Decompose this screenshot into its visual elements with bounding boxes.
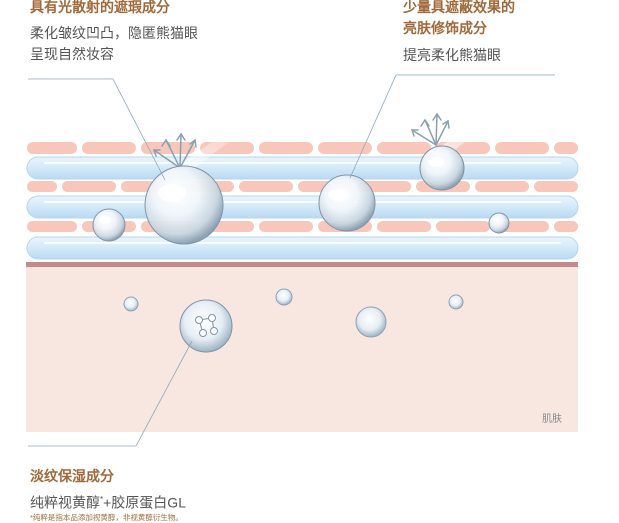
light-beam-right bbox=[430, 98, 511, 162]
callout-moisture-desc-rest: +胶原蛋白GL bbox=[103, 494, 186, 511]
skin-label: 肌肤 bbox=[542, 414, 562, 425]
leader-lines bbox=[28, 74, 555, 447]
callout-concealer-title-2: 亮肤修饰成分 bbox=[403, 20, 487, 36]
callout-light-scatter-title: 具有光散射的遮瑕成分 bbox=[30, 0, 170, 15]
blue-band-highlights bbox=[44, 162, 561, 244]
bubble-right bbox=[419, 145, 465, 191]
brick-row-1 bbox=[27, 142, 578, 154]
bubble-medium bbox=[318, 174, 376, 232]
molecule-icon bbox=[195, 314, 218, 337]
skin-base bbox=[26, 262, 578, 432]
callout-light-scatter-desc-2: 呈现自然妆容 bbox=[30, 46, 114, 62]
callout-light-scatter-desc-1: 柔化皱纹凹凸，隐匿熊猫眼 bbox=[30, 25, 198, 41]
scatter-arrows-left bbox=[152, 132, 197, 169]
callout-moisture-desc: 纯粹视黄醇*+胶原蛋白GL bbox=[30, 490, 186, 513]
leader-line-moisture bbox=[28, 340, 193, 447]
bubbles-skin bbox=[123, 288, 464, 353]
bubble-molecule bbox=[179, 299, 233, 353]
callout-concealer-title-1: 少量具遮蔽效果的 bbox=[403, 0, 515, 15]
callout-moisture-desc-mark: * bbox=[100, 495, 104, 504]
skin-border-line bbox=[26, 262, 578, 267]
callout-concealer-desc: 提亮柔化熊猫眼 bbox=[403, 47, 501, 63]
bubble-small-left bbox=[92, 208, 126, 242]
bubbles-upper bbox=[92, 145, 510, 245]
leader-line-concealer bbox=[349, 74, 555, 179]
bubble-large bbox=[144, 165, 224, 245]
light-beam-left bbox=[165, 115, 256, 182]
callout-moisture-title: 淡纹保湿成分 bbox=[30, 468, 114, 484]
bubble-tiny-right bbox=[488, 212, 510, 234]
brick-row-2 bbox=[27, 181, 578, 192]
callout-moisture-footnote: *纯粹是指本品添加视黄醇，非视黄醇衍生物。 bbox=[30, 513, 183, 522]
scatter-arrows-right bbox=[410, 112, 450, 146]
leader-line-light-scatter bbox=[28, 78, 166, 181]
callout-moisture-desc-main: 纯粹视黄醇 bbox=[30, 494, 100, 511]
